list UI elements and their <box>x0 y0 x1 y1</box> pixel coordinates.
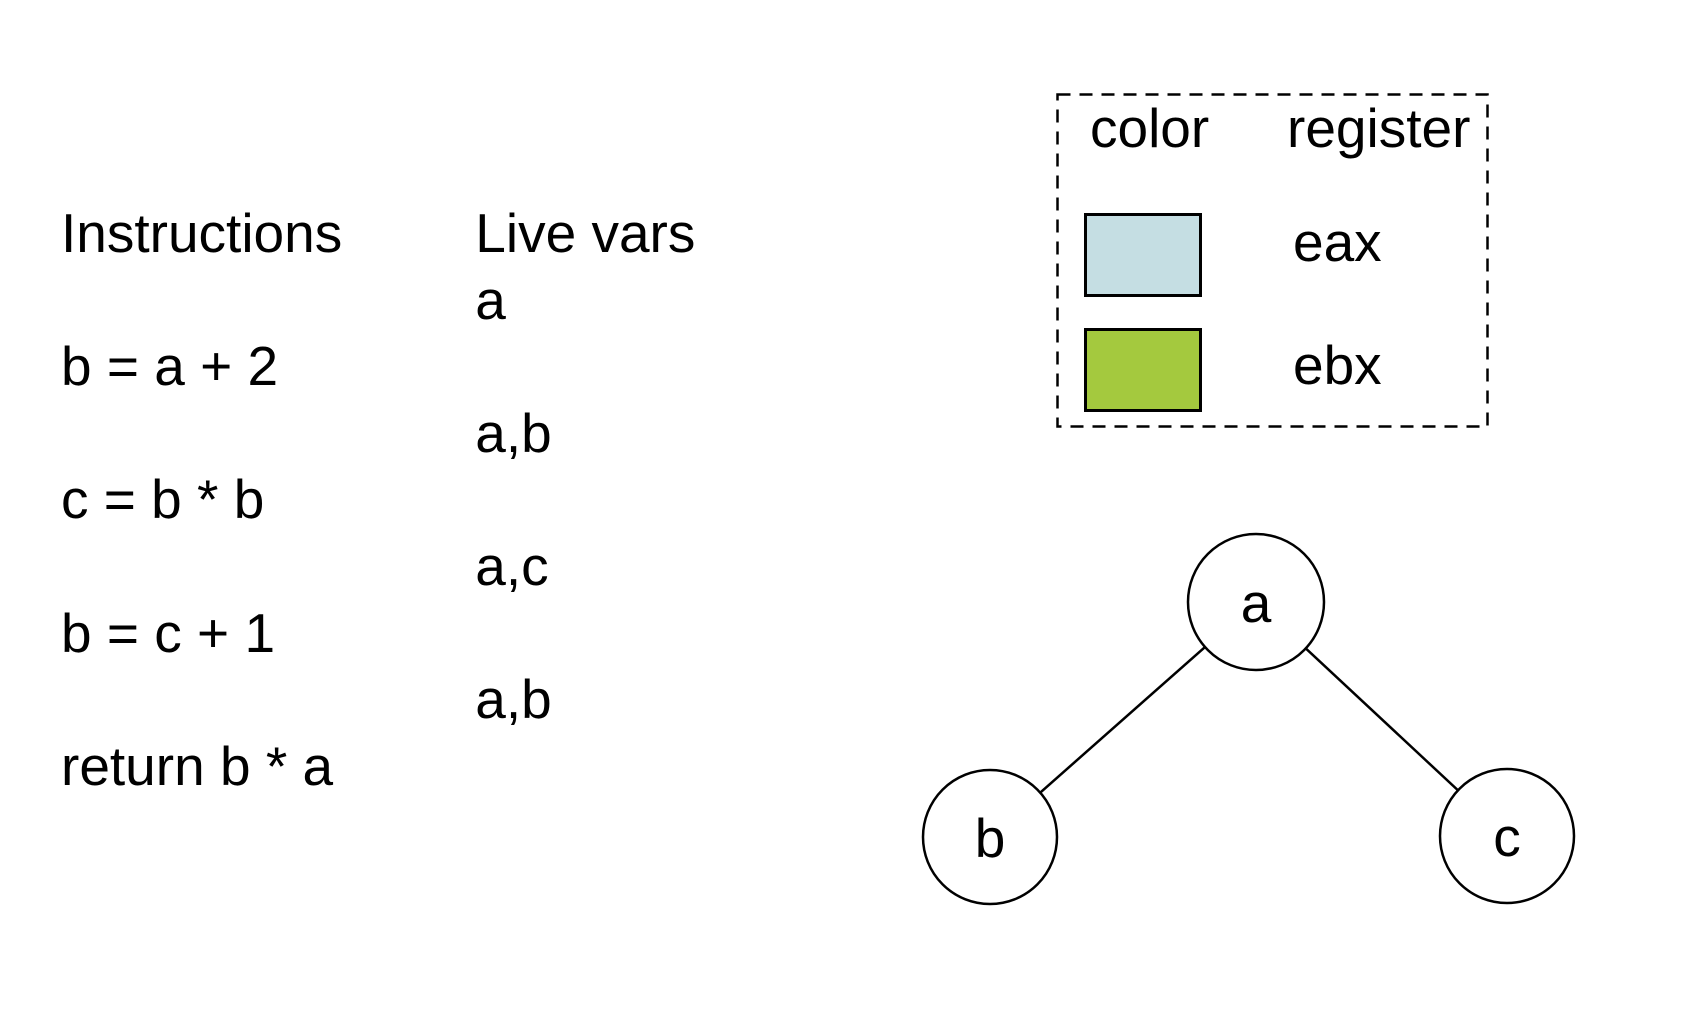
node-a <box>1186 532 1326 672</box>
instruction-text: b = a + 2 <box>61 335 279 398</box>
live-vars-text: a,b <box>475 668 552 731</box>
live-vars-text: a,b <box>475 401 552 464</box>
node-b <box>921 768 1059 906</box>
instruction-text: return b * a <box>61 734 334 797</box>
live-vars-text: a,c <box>475 534 549 597</box>
listing-row: a,b <box>61 666 781 733</box>
listing-header-row: Instructions Live vars <box>61 200 781 267</box>
node-c <box>1438 767 1576 905</box>
node-b-label: b <box>975 807 1006 869</box>
live-vars-text: a <box>475 268 506 331</box>
listing-row: a,c <box>61 533 781 600</box>
eax-register-label: eax <box>1293 211 1382 273</box>
eax-color-swatch <box>1084 213 1202 297</box>
node-c-label: c <box>1493 806 1521 868</box>
legend-register-header: register <box>1287 97 1471 159</box>
register-color-legend: color register eax ebx <box>1056 93 1489 428</box>
ebx-color-swatch <box>1084 328 1202 412</box>
legend-color-header: color <box>1090 97 1210 159</box>
listing-row: b = c + 1 <box>61 600 781 667</box>
node-a-label: a <box>1241 572 1272 634</box>
listing-row: b = a + 2 <box>61 333 781 400</box>
live-vars-header: Live vars <box>475 202 696 264</box>
listing-row: c = b * b <box>61 466 781 533</box>
instruction-text: b = c + 1 <box>61 601 276 664</box>
ebx-register-label: ebx <box>1293 334 1382 396</box>
listing-row: a <box>61 267 781 334</box>
listing-row: a,b <box>61 400 781 467</box>
liveness-listing: Instructions Live vars a b = a + 2 a,b c… <box>61 200 781 799</box>
listing-row: return b * a <box>61 733 781 800</box>
legend-dashed-border <box>1056 93 1489 428</box>
instruction-text: c = b * b <box>61 468 265 531</box>
instructions-header: Instructions <box>61 202 343 264</box>
